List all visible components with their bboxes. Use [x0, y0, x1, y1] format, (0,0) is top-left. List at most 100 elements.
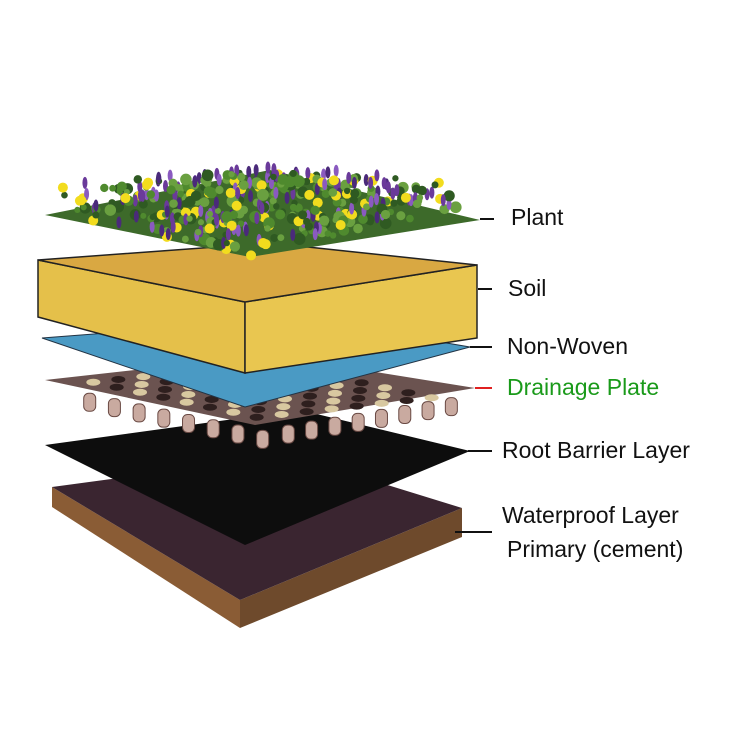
foliage: [416, 194, 424, 201]
drainage-hole: [158, 385, 172, 393]
foliage: [237, 172, 246, 182]
foliage: [61, 191, 68, 199]
foliage: [214, 207, 221, 214]
drainage-hole: [353, 387, 367, 395]
drainage-cup: [83, 392, 97, 412]
drainage-cup: [351, 412, 365, 432]
drainage-hole: [376, 392, 391, 400]
foliage: [349, 195, 358, 204]
foliage: [431, 181, 439, 189]
purple-flower: [440, 194, 446, 207]
purple-flower: [312, 228, 318, 241]
foliage: [229, 241, 241, 252]
drainage-hole: [133, 388, 147, 396]
drainage-hole: [204, 395, 219, 403]
drainage-hole: [156, 393, 171, 401]
yellow-flower: [231, 200, 242, 211]
purple-flower: [374, 169, 380, 182]
foliage: [228, 171, 235, 178]
drainage-hole: [354, 379, 369, 387]
drainage-hole: [249, 413, 264, 421]
yellow-flower: [256, 180, 267, 191]
yellow-flower: [400, 192, 411, 203]
purple-flower: [374, 211, 380, 224]
foliage: [353, 223, 363, 234]
soil-layer: [37, 242, 478, 374]
drainage-hole: [203, 403, 217, 411]
drainage-hole: [134, 380, 149, 388]
foliage: [256, 188, 269, 201]
purple-flower: [351, 176, 357, 189]
foliage: [186, 215, 193, 222]
drainage-hole: [399, 397, 414, 405]
purple-flower: [325, 166, 331, 179]
purple-flower: [368, 195, 374, 208]
purple-flower: [192, 175, 198, 188]
foliage: [206, 210, 214, 218]
drainage-hole: [86, 378, 101, 386]
foliage: [329, 232, 337, 239]
purple-flower: [429, 186, 435, 199]
foliage: [304, 222, 313, 231]
yellow-flower: [258, 237, 269, 248]
foliage: [277, 173, 289, 185]
purple-flower: [165, 227, 171, 240]
purple-flower: [140, 189, 146, 202]
foliage: [293, 233, 306, 245]
purple-flower: [381, 177, 387, 190]
drainage-hole: [251, 405, 266, 413]
drainage-cup: [107, 398, 121, 418]
yellow-flower: [120, 193, 131, 204]
purple-flower: [259, 202, 265, 215]
drainage-cup: [398, 404, 412, 424]
leader-lines: [455, 218, 494, 533]
purple-flower: [322, 178, 328, 191]
drainage-hole: [374, 399, 389, 407]
foliage: [269, 197, 277, 205]
purple-flower: [82, 176, 88, 189]
foliage: [149, 213, 156, 221]
purple-flower: [269, 176, 275, 189]
yellow-flower: [226, 220, 237, 231]
label-plant: Plant: [511, 204, 564, 230]
yellow-flower: [180, 207, 191, 218]
purple-flower: [133, 210, 139, 223]
label-primary-cement: Primary (cement): [507, 536, 684, 562]
foliage: [238, 180, 249, 191]
foliage: [177, 190, 185, 198]
label-waterproof: Waterproof Layer: [502, 502, 679, 528]
drainage-hole: [349, 402, 364, 410]
foliage: [140, 212, 147, 219]
label-soil: Soil: [508, 275, 547, 301]
purple-flower: [363, 173, 369, 186]
foliage: [363, 203, 371, 211]
foliage: [358, 214, 368, 224]
yellow-flower: [76, 195, 87, 206]
purple-flower: [149, 220, 155, 233]
foliage: [169, 199, 178, 208]
foliage: [275, 209, 286, 220]
foliage: [417, 185, 427, 196]
foliage: [392, 175, 399, 182]
drainage-hole: [424, 394, 439, 402]
yellow-flower: [57, 182, 68, 193]
foliage: [270, 173, 277, 181]
drainage-hole: [301, 400, 316, 408]
drainage-cup: [374, 408, 388, 428]
foliage: [92, 211, 100, 219]
purple-flower: [176, 197, 182, 210]
drainage-hole: [328, 389, 342, 397]
foliage: [390, 199, 398, 207]
purple-flower: [290, 228, 296, 241]
foliage: [321, 189, 330, 198]
purple-flower: [314, 182, 320, 195]
foliage: [195, 228, 202, 236]
foliage: [166, 185, 176, 195]
foliage: [350, 188, 360, 199]
foliage: [289, 169, 297, 178]
purple-flower: [235, 224, 241, 237]
drainage-cup: [231, 424, 245, 444]
drainage-cup: [132, 403, 146, 423]
foliage: [310, 205, 320, 216]
